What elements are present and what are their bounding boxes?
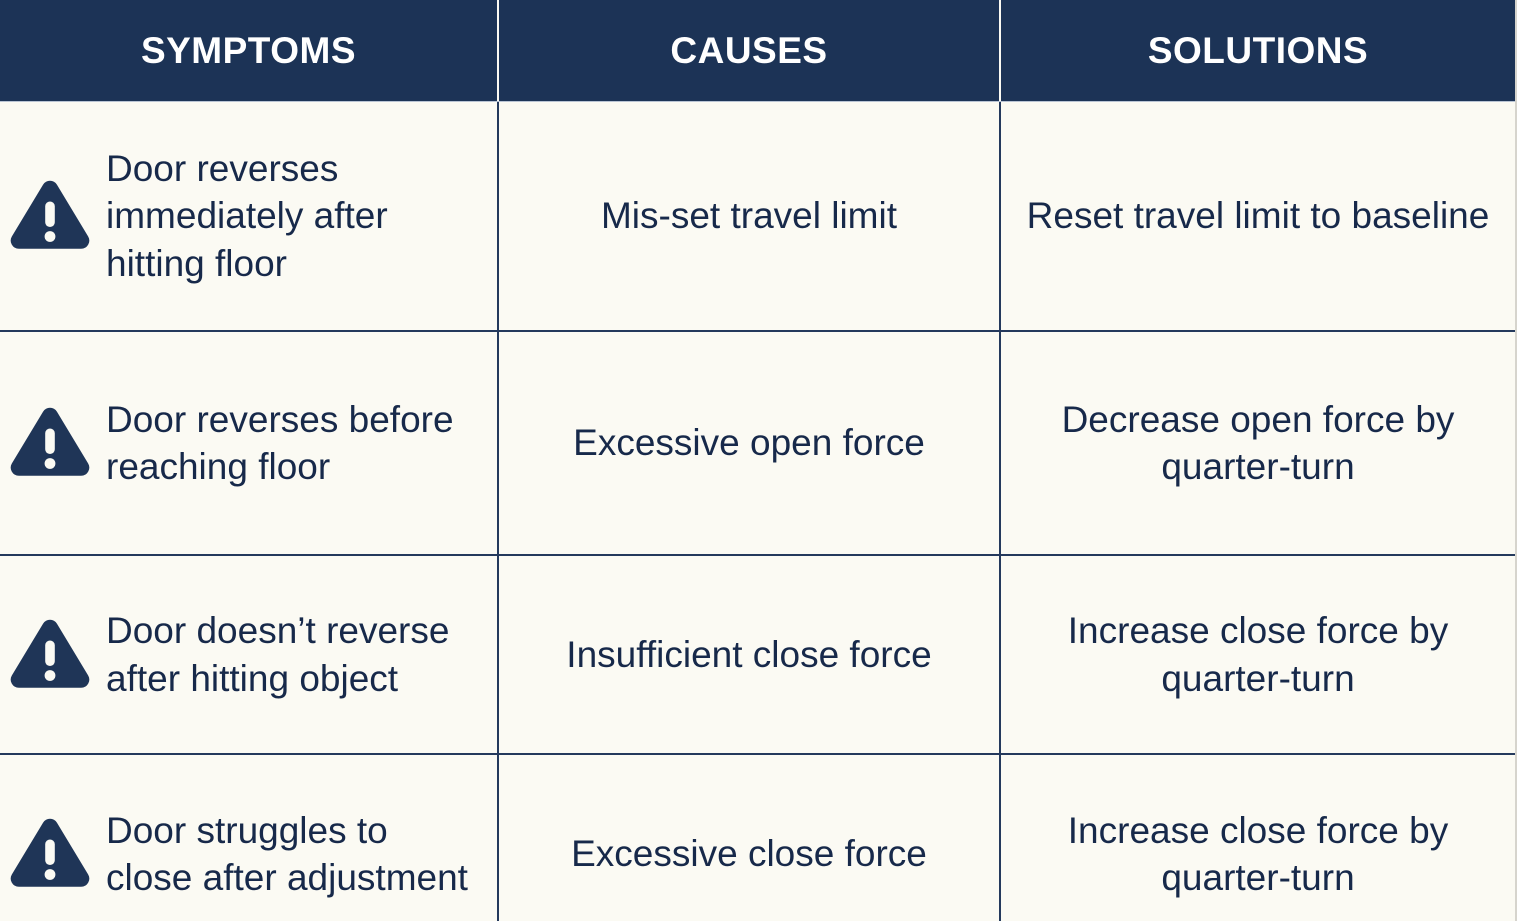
column-header-symptoms-label: SYMPTOMS bbox=[140, 29, 357, 71]
symptom-text: Door struggles to close after adjustment bbox=[106, 809, 468, 898]
cell-cause: Excessive open force bbox=[497, 332, 999, 554]
table-body: Door reverses immediately after hitting … bbox=[0, 101, 1515, 921]
cell-symptom: Door struggles to close after adjustment bbox=[0, 755, 497, 921]
table-row: Door doesn’t reverse after hitting objec… bbox=[0, 556, 1515, 755]
symptom-text: Door doesn’t reverse after hitting objec… bbox=[106, 610, 450, 699]
column-header-causes: CAUSES bbox=[497, 0, 999, 101]
table-header-row: SYMPTOMS CAUSES SOLUTIONS bbox=[0, 0, 1515, 101]
column-header-solutions-label: SOLUTIONS bbox=[1147, 29, 1369, 71]
cell-symptom: Door doesn’t reverse after hitting objec… bbox=[0, 556, 497, 753]
column-header-causes-label: CAUSES bbox=[670, 29, 828, 71]
solution-text: Decrease open force by quarter-turn bbox=[1061, 398, 1455, 487]
cell-solution: Reset travel limit to baseline bbox=[999, 102, 1515, 330]
solution-text: Increase close force by quarter-turn bbox=[1067, 809, 1449, 898]
cell-solution: Increase close force by quarter-turn bbox=[999, 556, 1515, 753]
cause-text: Mis-set travel limit bbox=[600, 195, 898, 237]
cell-solution: Increase close force by quarter-turn bbox=[999, 755, 1515, 921]
solution-text: Increase close force by quarter-turn bbox=[1067, 610, 1449, 699]
warning-triangle-icon bbox=[10, 407, 90, 476]
column-header-symptoms: SYMPTOMS bbox=[0, 0, 497, 101]
cause-text: Excessive close force bbox=[571, 833, 927, 875]
table-row: Door reverses before reaching floor Exce… bbox=[0, 332, 1515, 556]
table-row: Door struggles to close after adjustment… bbox=[0, 755, 1515, 921]
cell-symptom: Door reverses before reaching floor bbox=[0, 332, 497, 554]
cause-text: Insufficient close force bbox=[566, 633, 932, 675]
cell-cause: Mis-set travel limit bbox=[497, 102, 999, 330]
cell-symptom: Door reverses immediately after hitting … bbox=[0, 102, 497, 330]
solution-text: Reset travel limit to baseline bbox=[1026, 195, 1490, 237]
cell-cause: Insufficient close force bbox=[497, 556, 999, 753]
table-row: Door reverses immediately after hitting … bbox=[0, 101, 1515, 332]
symptom-text: Door reverses before reaching floor bbox=[106, 398, 454, 487]
column-header-solutions: SOLUTIONS bbox=[999, 0, 1515, 101]
warning-triangle-icon bbox=[10, 619, 90, 688]
cell-cause: Excessive close force bbox=[497, 755, 999, 921]
cell-solution: Decrease open force by quarter-turn bbox=[999, 332, 1515, 554]
symptom-text: Door reverses immediately after hitting … bbox=[106, 147, 388, 284]
warning-triangle-icon bbox=[10, 180, 90, 249]
warning-triangle-icon bbox=[10, 818, 90, 887]
cause-text: Excessive open force bbox=[573, 422, 925, 464]
